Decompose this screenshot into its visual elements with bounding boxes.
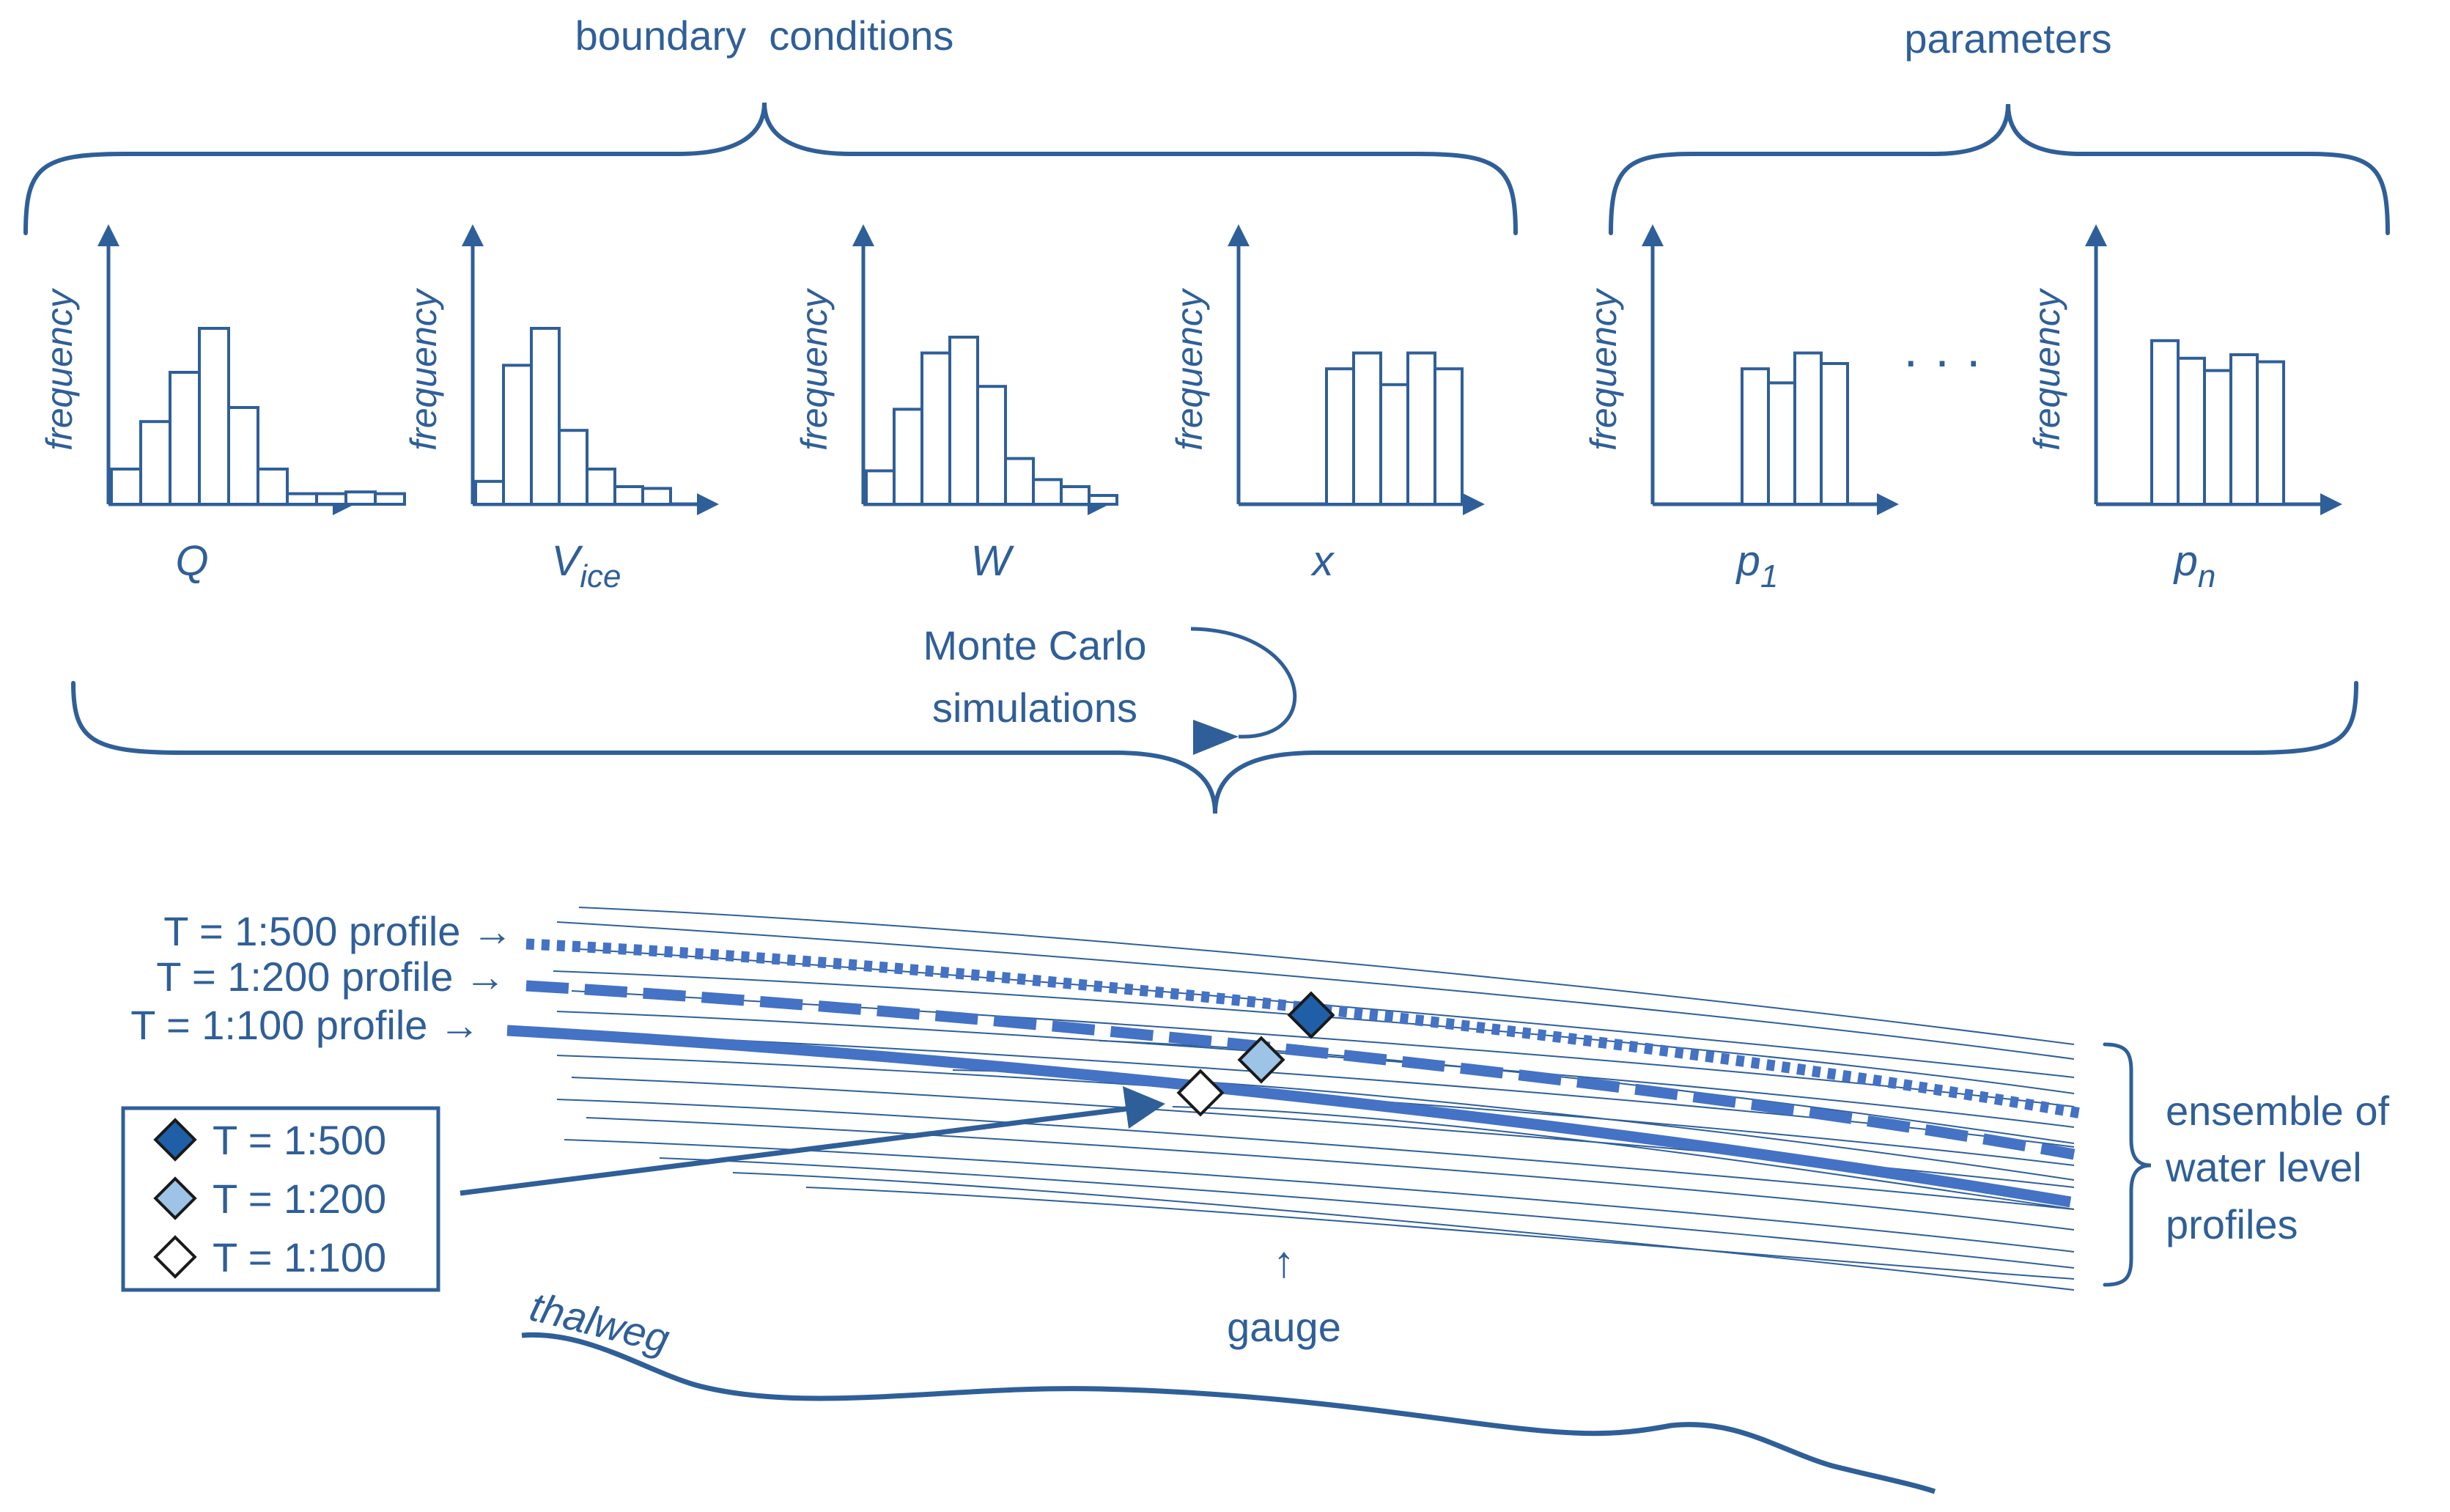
- monte-carlo-brace: [71, 681, 2358, 814]
- histogram-bar: [1032, 478, 1063, 506]
- histogram-bar: [1088, 494, 1118, 506]
- histogram-bar: [558, 429, 588, 506]
- legend-label: T = 1:200: [213, 1176, 386, 1222]
- y-axis-label: frequency: [2026, 287, 2067, 451]
- histogram-bar: [1352, 351, 1382, 506]
- ensemble-label-line3: profiles: [2166, 1201, 2298, 1247]
- ellipsis-dots: · · ·: [1903, 331, 1982, 388]
- histogram-bar: [1325, 367, 1355, 506]
- histogram-bar: [1379, 383, 1409, 506]
- legend-marker: [153, 1118, 197, 1162]
- histogram-bar: [227, 406, 259, 506]
- monte-carlo-cycle-arrow: [1190, 627, 1297, 739]
- histogram-bar: [315, 492, 347, 506]
- histogram-bar: [502, 364, 533, 506]
- legend-pointer-arrow: [460, 1104, 1144, 1196]
- y-axis-label: frequency: [794, 287, 835, 451]
- legend-item: T = 1:500: [153, 1117, 386, 1163]
- variable-label: Q: [175, 537, 208, 585]
- histogram-bar: [641, 487, 672, 506]
- boundary-conditions-heading: boundary conditions: [575, 12, 954, 59]
- histogram-bar: [2177, 356, 2206, 506]
- histogram-bar: [1820, 362, 1849, 506]
- histogram-bar: [286, 492, 318, 506]
- gauge-label: gauge: [1227, 1304, 1341, 1350]
- variable-label: pn: [2173, 537, 2216, 594]
- histogram-bar: [1060, 485, 1091, 506]
- legend-item: T = 1:200: [153, 1176, 386, 1222]
- legend-label: T = 1:100: [213, 1234, 386, 1280]
- ensemble-brace: [2103, 1042, 2152, 1287]
- monte-carlo-arrowhead: [1193, 720, 1239, 755]
- histogram-bar: [586, 468, 616, 506]
- histogram-bar: [948, 336, 979, 506]
- histogram-bar: [257, 468, 289, 506]
- variable-label: W: [971, 537, 1015, 585]
- histogram-bar: [2229, 353, 2259, 506]
- boundary-conditions-brace: [23, 102, 1518, 235]
- histogram-bar: [2150, 339, 2180, 506]
- ensemble-label-line1: ensemble of: [2166, 1088, 2390, 1134]
- histograms: frequencyQfrequencyVicefrequencyWfrequen…: [39, 224, 2342, 594]
- histogram-bar: [344, 490, 377, 506]
- legend-item: T = 1:100: [153, 1234, 386, 1280]
- histogram-bar: [1406, 351, 1436, 506]
- legend-marker: [153, 1176, 197, 1220]
- y-axis-label: frequency: [403, 287, 444, 451]
- gauge-arrow: ↑: [1273, 1237, 1295, 1286]
- monte-carlo-line2: simulations: [932, 685, 1137, 731]
- t100-marker: [1176, 1069, 1225, 1117]
- histogram-bar: [474, 479, 505, 506]
- ensemble-label-line2: water level: [2165, 1144, 2362, 1190]
- histogram-x: frequency x: [1169, 224, 1485, 585]
- y-axis-label: frequency: [39, 287, 80, 451]
- histogram-bar: [893, 407, 923, 506]
- y-axis-label: frequency: [1583, 287, 1624, 451]
- t200-profile-line: [525, 980, 2076, 1160]
- t500-profile-line: [525, 938, 2086, 1120]
- histogram-bar: [865, 469, 896, 506]
- histogram-bar: [110, 468, 142, 506]
- histogram-bar: [2256, 360, 2285, 506]
- histogram-bar: [2203, 369, 2232, 506]
- histogram-bar: [1767, 381, 1796, 506]
- histogram-bar: [1741, 367, 1770, 506]
- legend-pointer-arrowhead: [1123, 1086, 1165, 1129]
- histogram-bar: [198, 327, 230, 506]
- histogram-pn: frequency pn: [2026, 224, 2342, 594]
- histogram-bar: [374, 492, 406, 506]
- histogram-bar: [530, 327, 561, 506]
- parameters-brace: [1609, 103, 2390, 235]
- t500-profile-label: T = 1:500 profile →: [163, 908, 513, 954]
- variable-label: x: [1310, 537, 1335, 585]
- t200-marker: [1237, 1036, 1285, 1084]
- histogram-bar: [976, 385, 1007, 506]
- histogram-bar: [1793, 351, 1823, 506]
- t100-profile-label: T = 1:100 profile →: [130, 1002, 480, 1048]
- legend-label: T = 1:500: [213, 1117, 386, 1163]
- variable-label: Vice: [552, 537, 621, 594]
- histogram-p1: frequency p1: [1583, 224, 1899, 594]
- histogram-bar: [1434, 367, 1464, 506]
- histogram-bar: [613, 485, 644, 506]
- legend-items: T = 1:500 T = 1:200 T = 1:100: [153, 1117, 386, 1280]
- legend-marker: [153, 1235, 197, 1279]
- t100-profile-line: [506, 1025, 2072, 1208]
- monte-carlo-line1: Monte Carlo: [923, 622, 1146, 668]
- variable-label: p1: [1735, 537, 1779, 594]
- histogram-bar: [169, 371, 201, 506]
- y-axis-label: frequency: [1169, 287, 1210, 451]
- t200-profile-label: T = 1:200 profile →: [156, 954, 506, 1000]
- parameters-heading: parameters: [1904, 15, 2111, 62]
- t500-marker: [1287, 991, 1335, 1039]
- histogram-bar: [139, 420, 171, 506]
- histogram-bar: [920, 351, 951, 506]
- thalweg-line: [521, 1332, 1936, 1494]
- histogram-bar: [1004, 457, 1035, 506]
